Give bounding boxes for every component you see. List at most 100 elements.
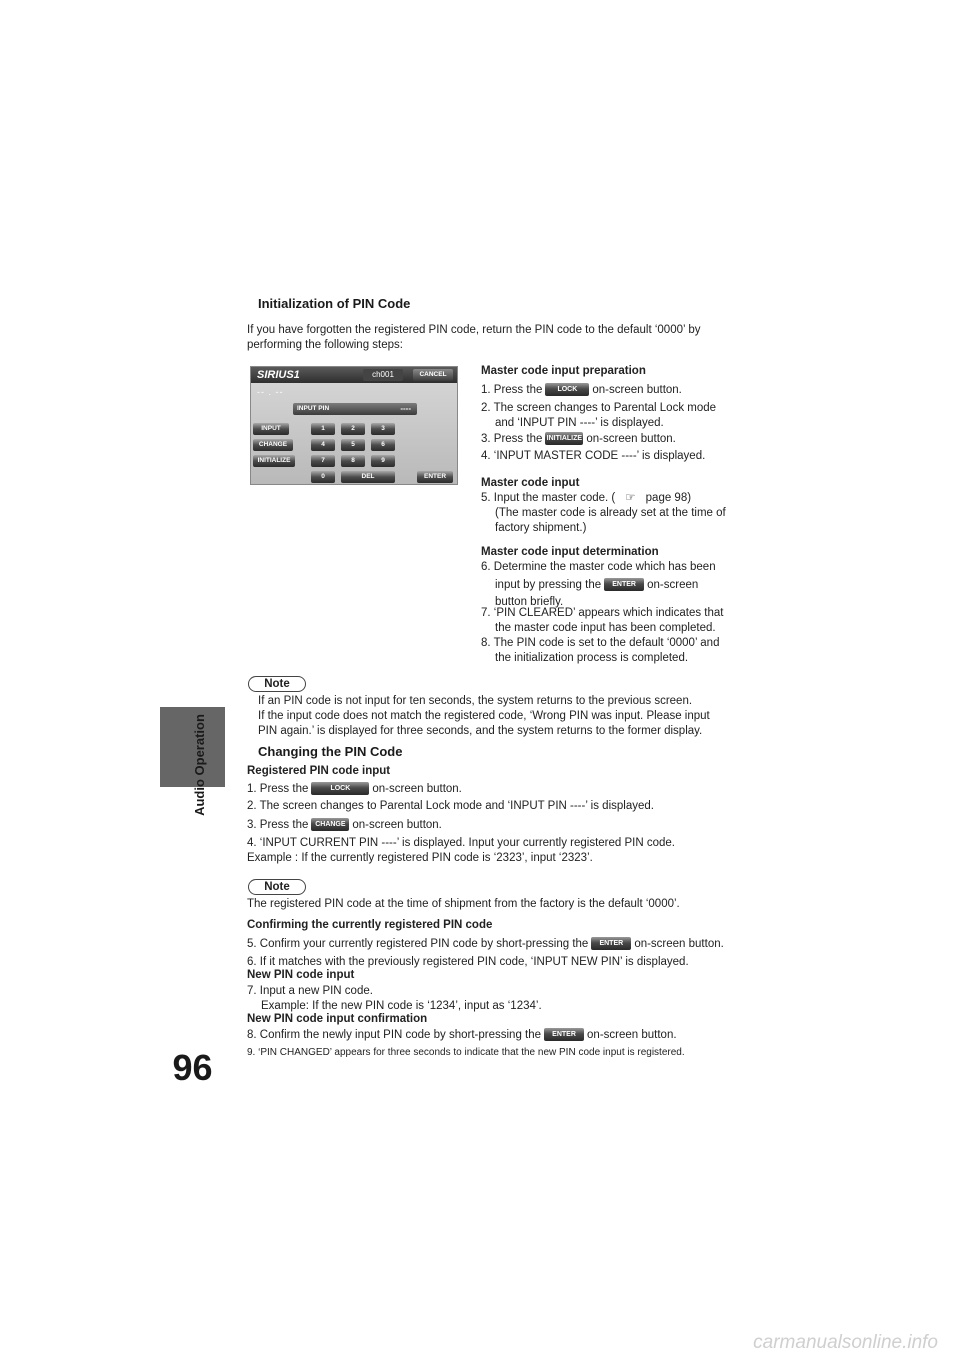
input-button[interactable]: INPUT: [253, 423, 289, 435]
step-text: input by pressing the: [495, 579, 602, 591]
note-label-2: Note: [248, 879, 306, 895]
key-2[interactable]: 2: [341, 423, 365, 435]
input-pin-label: INPUT PIN: [297, 405, 330, 412]
step3-6: 6. If it matches with the previously reg…: [247, 956, 689, 968]
step3-9: 9. ‘PIN CHANGED’ appears for three secon…: [247, 1047, 685, 1058]
step-text: on-screen button.: [586, 433, 676, 445]
key-7[interactable]: 7: [311, 455, 335, 467]
side-section-label: Audio Operation: [192, 714, 207, 816]
note-line: If the input code does not match the reg…: [258, 710, 710, 722]
step-text: 5. Input the master code. (: [481, 492, 616, 504]
key-5[interactable]: 5: [341, 439, 365, 451]
heading-master-input: Master code input: [481, 477, 580, 489]
step-text: 7. ‘PIN CLEARED’ appears which indicates…: [481, 607, 724, 619]
key-3[interactable]: 3: [371, 423, 395, 435]
initialize-button-image: INITIALIZE: [545, 432, 584, 446]
step-text: 8. The PIN code is set to the default ‘0…: [481, 637, 720, 649]
enter-button[interactable]: ENTER: [417, 471, 453, 483]
step-text: on-screen button.: [352, 819, 442, 831]
step3-5: 5. Confirm your currently registered PIN…: [247, 937, 947, 952]
heading-confirm-current: Confirming the currently registered PIN …: [247, 919, 493, 931]
change-button-image: CHANGE: [311, 818, 350, 832]
step-text: button briefly.: [495, 596, 564, 608]
change-button[interactable]: CHANGE: [253, 439, 293, 451]
page-number: 96: [172, 1047, 213, 1088]
step-text: 8. Confirm the newly input PIN code by s…: [247, 1029, 542, 1041]
step2-2: 2. The screen changes to Parental Lock m…: [247, 800, 654, 812]
pin-input-screenshot: SIRIUS1 ch001 CANCEL -- . -- INPUT PIN -…: [250, 366, 458, 485]
key-4[interactable]: 4: [311, 439, 335, 451]
key-8[interactable]: 8: [341, 455, 365, 467]
enter-button-image-2: ENTER: [591, 937, 632, 951]
heading-new-pin: New PIN code input: [247, 969, 355, 981]
step-text: 4. ‘INPUT CURRENT PIN ----’ is displayed…: [247, 837, 675, 849]
step-text: the initialization process is completed.: [495, 652, 689, 664]
step-text: Example: If the new PIN code is ‘1234’, …: [261, 1000, 542, 1012]
step-text: 7. Input a new PIN code.: [247, 985, 373, 997]
heading-master-determination: Master code input determination: [481, 546, 659, 558]
step1-6: 6. Determine the master code which has b…: [481, 560, 781, 610]
heading-changing-pin: Changing the PIN Code: [258, 744, 403, 759]
heading-registered-pin: Registered PIN code input: [247, 765, 391, 777]
step-text: (The master code is already set at the t…: [495, 507, 726, 519]
pointing-hand-icon: ☞: [625, 492, 636, 504]
input-pin-value: ----: [400, 404, 411, 413]
del-button[interactable]: DEL: [341, 471, 395, 483]
step1-2: 2. The screen changes to Parental Lock m…: [481, 401, 781, 431]
step-text: 1. Press the: [481, 384, 543, 396]
intro-line-1: If you have forgotten the registered PIN…: [247, 324, 701, 336]
enter-button-image-3: ENTER: [544, 1028, 585, 1042]
lock-button-image: LOCK: [545, 383, 590, 397]
enter-button-image: ENTER: [604, 578, 645, 592]
step1-8: 8. The PIN code is set to the default ‘0…: [481, 636, 781, 666]
side-tab: [160, 707, 225, 787]
step-text: page 98): [645, 492, 692, 504]
key-1[interactable]: 1: [311, 423, 335, 435]
screen-title-bar: [251, 367, 457, 383]
note1-text: If an PIN code is not input for ten seco…: [258, 694, 938, 739]
watermark-link[interactable]: carmanualsonline.info: [753, 1332, 938, 1353]
step-text: 5. Confirm your currently registered PIN…: [247, 938, 589, 950]
key-0[interactable]: 0: [311, 471, 335, 483]
step-text: Example : If the currently registered PI…: [247, 852, 593, 864]
step-text: 3. Press the: [481, 433, 543, 445]
key-9[interactable]: 9: [371, 455, 395, 467]
step-text: on-screen button.: [587, 1029, 677, 1041]
step-text: 1. Press the: [247, 783, 309, 795]
step2-4: 4. ‘INPUT CURRENT PIN ----’ is displayed…: [247, 836, 927, 866]
note-line: PIN again.’ is displayed for three secon…: [258, 725, 703, 737]
channel-display: ch001: [363, 369, 403, 381]
step1-4: 4. ‘INPUT MASTER CODE ----’ is displayed…: [481, 450, 706, 462]
step3-7: 7. Input a new PIN code. Example: If the…: [247, 984, 947, 1014]
time-display: -- . --: [257, 387, 284, 397]
sirius-logo: SIRIUS1: [257, 369, 300, 381]
step-text: 2. The screen changes to Parental Lock m…: [481, 402, 717, 414]
key-6[interactable]: 6: [371, 439, 395, 451]
note-line: If an PIN code is not input for ten seco…: [258, 695, 693, 707]
step-text: on-screen button.: [592, 384, 682, 396]
heading-master-prep: Master code input preparation: [481, 365, 646, 377]
lock-button-image-2: LOCK: [311, 782, 370, 796]
step-text: 6. Determine the master code which has b…: [481, 561, 716, 573]
step-text: factory shipment.): [495, 522, 587, 534]
note-label-1: Note: [248, 676, 306, 692]
initialize-button[interactable]: INITIALIZE: [253, 455, 295, 467]
intro-line-2: performing the following steps:: [247, 339, 403, 351]
heading-new-pin-confirm: New PIN code input confirmation: [247, 1013, 428, 1025]
heading-initialization: Initialization of PIN Code: [258, 296, 411, 311]
step1-5: 5. Input the master code. ( ☞ page 98) (…: [481, 491, 781, 536]
step-text: on-screen button.: [372, 783, 462, 795]
input-pin-field: INPUT PIN ----: [293, 403, 417, 415]
step-text: the master code input has been completed…: [495, 622, 716, 634]
cancel-button[interactable]: CANCEL: [413, 369, 453, 381]
step-text: on-screen: [647, 579, 699, 591]
intro-paragraph: If you have forgotten the registered PIN…: [247, 323, 927, 353]
step3-8: 8. Confirm the newly input PIN code by s…: [247, 1028, 947, 1043]
step-text: and ‘INPUT PIN ----’ is displayed.: [495, 417, 664, 429]
step1-7: 7. ‘PIN CLEARED’ appears which indicates…: [481, 606, 781, 636]
